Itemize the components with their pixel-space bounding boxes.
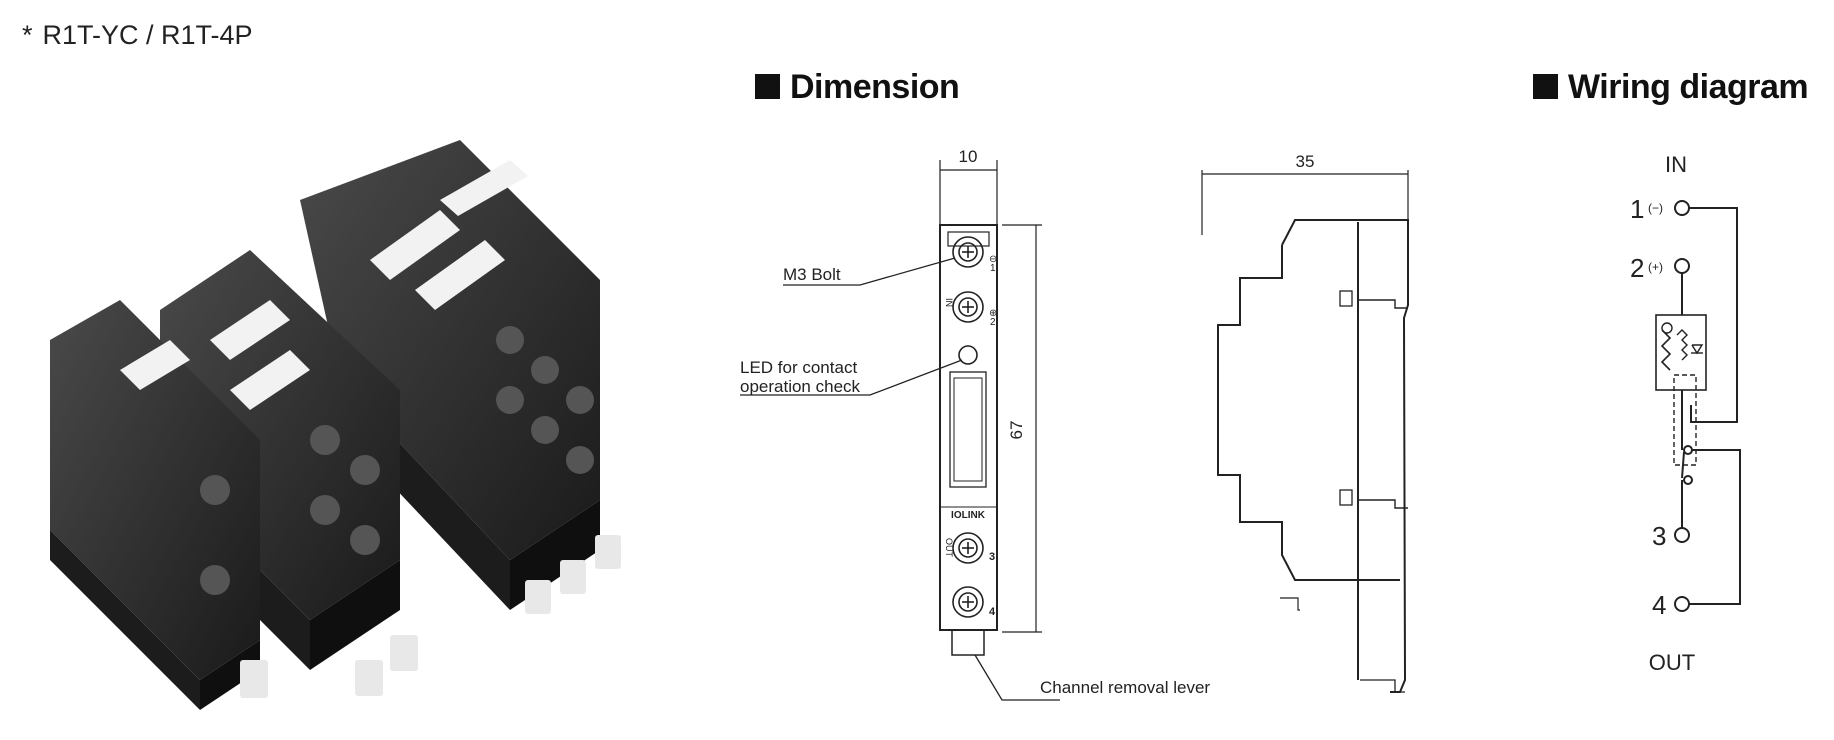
terminal-1-number: 1 xyxy=(1630,194,1644,224)
terminal-3-number: 3 xyxy=(1652,521,1666,551)
terminal-number-1: 1 xyxy=(990,263,996,274)
polarity-plus: ⊕ xyxy=(989,308,997,319)
screw-terminal-4 xyxy=(952,586,984,618)
heading-square-icon xyxy=(755,74,780,99)
terminal-2-sign: (+) xyxy=(1648,260,1663,274)
product-title: * R1T-YC / R1T-4P xyxy=(22,20,253,51)
dimension-heading: Dimension xyxy=(755,68,960,107)
callout-led-line2: operation check xyxy=(740,377,861,396)
height-dimension xyxy=(1002,224,1042,633)
wiring-lines xyxy=(1655,200,1741,612)
callout-led-line1: LED for contact xyxy=(740,358,857,377)
side-label-in: IN xyxy=(944,298,954,307)
side-label-out: OUT xyxy=(944,538,954,558)
led-indicator xyxy=(958,345,978,365)
wiring-heading: Wiring diagram xyxy=(1533,68,1809,107)
terminal-2-number: 2 xyxy=(1630,253,1644,283)
front-view xyxy=(939,224,998,656)
product-photo xyxy=(50,140,621,710)
screw-terminal-2 xyxy=(952,291,984,323)
width-value: 10 xyxy=(959,147,978,166)
brand-label: IOLINK xyxy=(951,510,986,521)
heading-square-icon xyxy=(1533,74,1558,99)
wiring-out-label: OUT xyxy=(1649,650,1695,675)
terminal-number-3: 3 xyxy=(989,551,995,563)
callout-leaders xyxy=(740,257,1060,701)
width-dimension xyxy=(939,160,998,225)
depth-value: 35 xyxy=(1296,152,1315,171)
dimension-drawing: 10 IOLINK 1 2 3 4 ⊖ ⊕ IN OUT 67 xyxy=(740,147,1409,701)
screw-terminal-3 xyxy=(952,532,984,564)
wiring-in-label: IN xyxy=(1665,152,1687,177)
dimension-heading-text: Dimension xyxy=(790,68,960,106)
side-view xyxy=(1217,219,1409,693)
product-title-text: R1T-YC / R1T-4P xyxy=(42,20,253,50)
bullet: * xyxy=(22,20,33,50)
wiring-heading-text: Wiring diagram xyxy=(1568,68,1809,106)
height-value: 67 xyxy=(1007,421,1026,440)
module-block-small xyxy=(50,300,268,710)
screw-terminal-1 xyxy=(952,236,984,268)
terminal-number-4: 4 xyxy=(989,606,996,618)
depth-dimension xyxy=(1201,170,1409,280)
callout-lever: Channel removal lever xyxy=(1040,678,1210,697)
callout-bolt: M3 Bolt xyxy=(783,265,841,284)
terminal-number-2: 2 xyxy=(990,317,996,328)
terminal-1-sign: (−) xyxy=(1648,201,1663,215)
terminal-4-number: 4 xyxy=(1652,590,1666,620)
wiring-diagram: IN 1 (−) 2 (+) 3 4 OUT xyxy=(1630,152,1741,675)
polarity-minus: ⊖ xyxy=(989,254,997,265)
